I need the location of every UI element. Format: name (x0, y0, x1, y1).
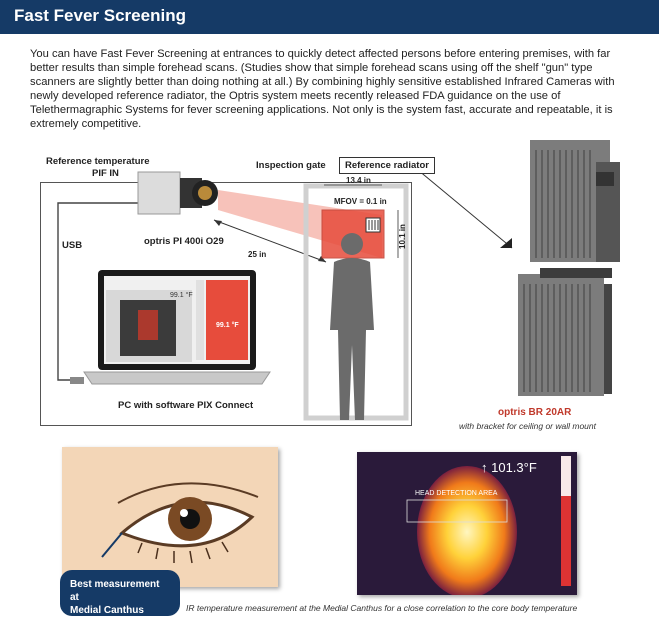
reference-radiator-label: Reference radiator (339, 157, 435, 174)
callout-line1: Best measurement at (70, 579, 160, 603)
callout-line2: Medial Canthus (70, 605, 144, 616)
ref-temp-label: Reference temperature (46, 156, 150, 167)
ir-thermal-image: ↑ 101.3°F HEAD DETECTION AREA (357, 452, 577, 595)
usb-label: USB (62, 240, 83, 251)
height-label: 10.1 in (397, 224, 407, 249)
intro-paragraph: You can have Fast Fever Screening at ent… (30, 48, 615, 130)
page-title: Fast Fever Screening (14, 6, 186, 25)
camera-name-label: optris PI 400i O29 (144, 236, 224, 247)
width-label: 13.4 in (346, 176, 371, 185)
eye-icon (101, 482, 259, 564)
screen-temp-small: 99.1 °F (170, 292, 193, 299)
thermal-face-icon (357, 452, 577, 595)
page-header: Fast Fever Screening (0, 0, 659, 34)
eye-illustration (62, 447, 278, 587)
product-subtitle: with bracket for ceiling or wall mount (459, 421, 597, 431)
head-detection-area: HEAD DETECTION AREA (415, 490, 498, 497)
medial-canthus-callout: Best measurement at Medial Canthus (60, 570, 180, 616)
ir-temperature: ↑ 101.3°F (481, 460, 537, 475)
caption: IR temperature measurement at the Medial… (186, 603, 578, 613)
inspection-gate-label: Inspection gate (256, 160, 326, 171)
product-name: optris BR 20AR (498, 407, 572, 418)
pif-in-label: PIF IN (92, 168, 119, 179)
mfov-label: MFOV = 0.1 in (334, 197, 387, 206)
pc-label: PC with software PIX Connect (118, 400, 254, 411)
distance-label: 25 in (248, 250, 267, 259)
screen-temp-big: 99.1 °F (216, 322, 239, 329)
